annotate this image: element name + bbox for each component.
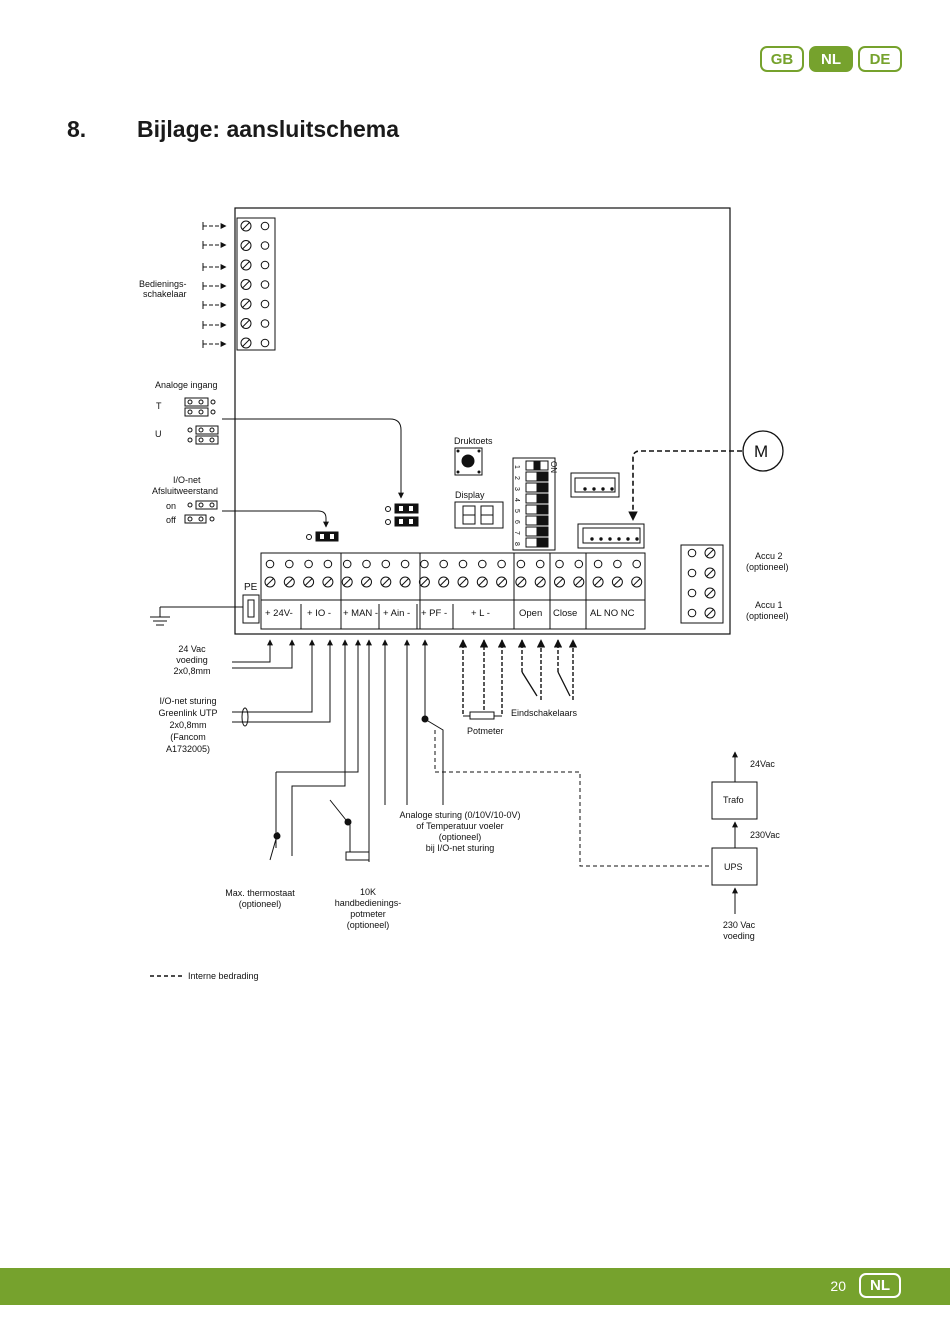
jumper-u (187, 425, 219, 445)
dip-number: 5 (513, 509, 520, 513)
off-label: off (166, 515, 176, 525)
top-terminal-block (236, 217, 276, 351)
internal-wiring-ups (434, 730, 712, 867)
footer-language-badge: NL (859, 1273, 901, 1298)
terminal-label: + 24V- (265, 608, 293, 619)
termination-jumper (184, 500, 218, 524)
section-title: Bijlage: aansluitschema (137, 116, 400, 142)
seven-segment-display (454, 501, 504, 529)
ups-box (711, 847, 758, 886)
terminal-label: + Ain - (383, 608, 410, 619)
terminal-label: + IO - (307, 608, 331, 619)
jumper-u-label: U (155, 429, 162, 439)
terminal-label: AL NO NC (590, 608, 635, 619)
footer-bar: 20 NL (0, 1268, 950, 1305)
limit-switch-wiring (517, 639, 578, 700)
board-jumpers (385, 503, 419, 527)
language-gb-button[interactable]: GB (760, 46, 804, 72)
druktoets-label: Druktoets (454, 436, 493, 446)
legend-label: Interne bedrading (188, 971, 259, 981)
trafo-label: Trafo (723, 795, 744, 805)
eindschakelaars-label: Eindschakelaars (511, 708, 578, 718)
language-nl-button[interactable]: NL (809, 46, 853, 72)
terminal-labels: + 24V- + IO - + MAN - + Ain - + PF - + L - Ope… (265, 604, 635, 629)
dip-switch: 1 2 3 4 5 6 7 8 (512, 457, 556, 551)
potmeter-wiring (458, 639, 507, 714)
page-number: 20 (830, 1278, 846, 1294)
section-number: 8. (67, 116, 87, 142)
jumper-t-label: T (156, 401, 162, 411)
in-230vac-label: 230Vac (750, 830, 780, 840)
controller-board (234, 207, 731, 635)
potmeter-label: Potmeter (467, 726, 504, 736)
accu2-label: Accu 2(optioneel) (746, 551, 789, 572)
on-label: on (166, 501, 176, 511)
external-wiring (232, 639, 444, 862)
dip-number: 8 (513, 542, 520, 546)
display-label: Display (455, 490, 485, 500)
ground-icon (150, 606, 243, 626)
terminal-label: + PF - (421, 608, 447, 619)
dip-number: 6 (513, 520, 520, 524)
analoge-ingang-label: Analoge ingang (155, 380, 218, 390)
bedieningsschakelaar-label: Bedienings-schakelaar (139, 279, 187, 299)
connector-motor (577, 523, 645, 549)
push-button (454, 447, 483, 476)
dip-number: 4 (513, 498, 520, 502)
potmeter-resistor (469, 711, 495, 720)
terminal-label: Open (519, 608, 542, 619)
accu1-label: Accu 1(optioneel) (746, 600, 789, 621)
dip-number: 7 (513, 531, 520, 535)
dip-number: 2 (513, 476, 520, 480)
pe-label: PE (244, 582, 258, 593)
power-supply-chain (711, 751, 758, 914)
terminal-label: + MAN - (343, 608, 378, 619)
language-de-button[interactable]: DE (858, 46, 902, 72)
ups-label: UPS (724, 862, 743, 872)
accu-terminal-block (680, 544, 724, 624)
dip-number: 1 (513, 465, 520, 469)
trafo-box (711, 781, 758, 820)
motor-symbol (742, 430, 784, 472)
jumper-t (184, 397, 216, 417)
terminal-label: + L - (471, 608, 490, 619)
pe-terminal (242, 594, 260, 624)
connector-small (570, 472, 620, 498)
dip-number: 3 (513, 487, 520, 491)
language-switcher: GB NL DE (760, 46, 902, 72)
motor-label: M (754, 442, 768, 461)
max-thermostaat-label: Max. thermostaat(optioneel) (225, 888, 295, 909)
terminal-label: Close (553, 608, 577, 619)
dip-on-label: ON (549, 461, 558, 473)
out-24vac-label: 24Vac (750, 759, 775, 769)
analoge-sturing-label: Analoge sturing (0/10V/10-0V)of Temperat… (399, 810, 520, 853)
switch-wiring (203, 223, 227, 347)
